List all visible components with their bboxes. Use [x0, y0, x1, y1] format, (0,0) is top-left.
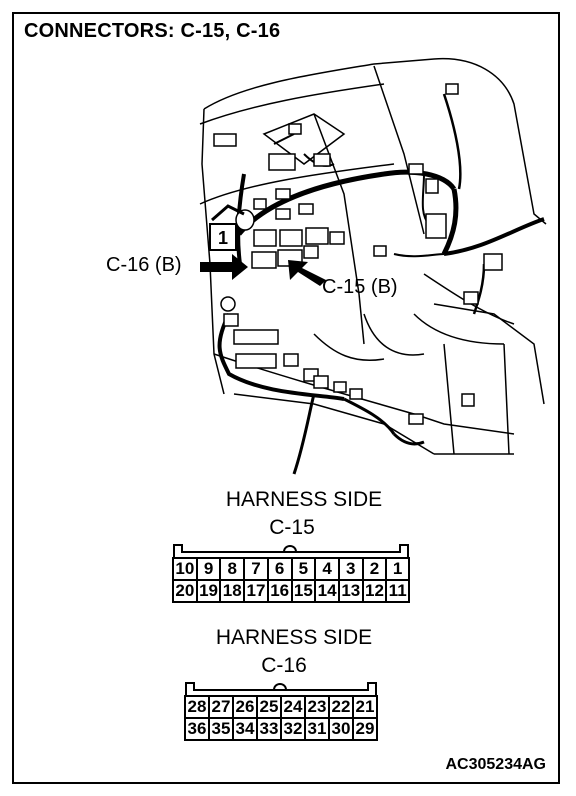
- c16-pin: 25: [256, 695, 282, 719]
- c15-pin-table: 10 9 8 7 6 5 4 3 2 1 20 19 18 17 16 15 1…: [172, 557, 410, 603]
- c16-pin: 35: [208, 717, 234, 741]
- c16-connector-name: C-16: [261, 654, 307, 677]
- c16-pin: 33: [256, 717, 282, 741]
- c15-pin: 9: [195, 557, 222, 581]
- c15-pin: 1: [385, 557, 410, 581]
- c16-pin: 24: [280, 695, 306, 719]
- c15-pin: 13: [337, 579, 364, 603]
- c15-pin: 8: [219, 557, 246, 581]
- c16-pin: 21: [352, 695, 378, 719]
- c16-lower-row: 36 35 34 33 32 31 30 29: [184, 717, 378, 741]
- c15-pin: 3: [337, 557, 364, 581]
- c15-pin: 20: [172, 579, 198, 603]
- c15-pin: 12: [361, 579, 388, 603]
- figure-frame: CONNECTORS: C-15, C-16: [12, 12, 560, 784]
- c15-callout: C-15 (B): [322, 276, 398, 298]
- c15-pin: 11: [385, 579, 410, 603]
- c15-pin: 10: [172, 557, 198, 581]
- c16-pin: 22: [328, 695, 354, 719]
- dashboard-illustration: 1: [199, 57, 547, 475]
- c16-pin: 30: [328, 717, 354, 741]
- c16-pin: 31: [304, 717, 330, 741]
- c15-pin: 19: [195, 579, 222, 603]
- c16-pin: 29: [352, 717, 378, 741]
- c16-pin: 27: [208, 695, 234, 719]
- c15-harness-side-label: HARNESS SIDE: [225, 488, 383, 511]
- c16-pin: 26: [232, 695, 258, 719]
- c16-pin-table: 28 27 26 25 24 23 22 21 36 35 34 33 32 3…: [184, 695, 378, 741]
- c15-pin: 2: [361, 557, 388, 581]
- c16-callout: C-16 (B): [106, 254, 182, 276]
- c15-connector-housing: [173, 544, 409, 557]
- c15-pin: 18: [219, 579, 246, 603]
- c15-pin: 14: [314, 579, 340, 603]
- arrow-number-label: 1: [218, 228, 228, 248]
- c16-harness-side-label: HARNESS SIDE: [215, 626, 373, 649]
- c16-upper-row: 28 27 26 25 24 23 22 21: [184, 695, 378, 719]
- c16-pin: 23: [304, 695, 330, 719]
- c15-pin: 16: [266, 579, 293, 603]
- c15-pin: 4: [314, 557, 340, 581]
- figure-code: AC305234AG: [445, 756, 547, 773]
- c16-pin: 34: [232, 717, 258, 741]
- c15-connector-name: C-15: [269, 516, 315, 539]
- c15-pin: 17: [243, 579, 269, 603]
- c15-upper-row: 10 9 8 7 6 5 4 3 2 1: [172, 557, 410, 581]
- c16-pin: 32: [280, 717, 306, 741]
- c15-pin: 15: [290, 579, 317, 603]
- c16-pin: 36: [184, 717, 210, 741]
- c15-lower-row: 20 19 18 17 16 15 14 13 12 11: [172, 579, 410, 603]
- c15-pin: 7: [243, 557, 269, 581]
- c15-pin: 5: [290, 557, 317, 581]
- figure-title: CONNECTORS: C-15, C-16: [24, 20, 281, 42]
- c16-pin: 28: [184, 695, 210, 719]
- c16-connector-housing: [185, 682, 377, 695]
- c15-pin: 6: [266, 557, 293, 581]
